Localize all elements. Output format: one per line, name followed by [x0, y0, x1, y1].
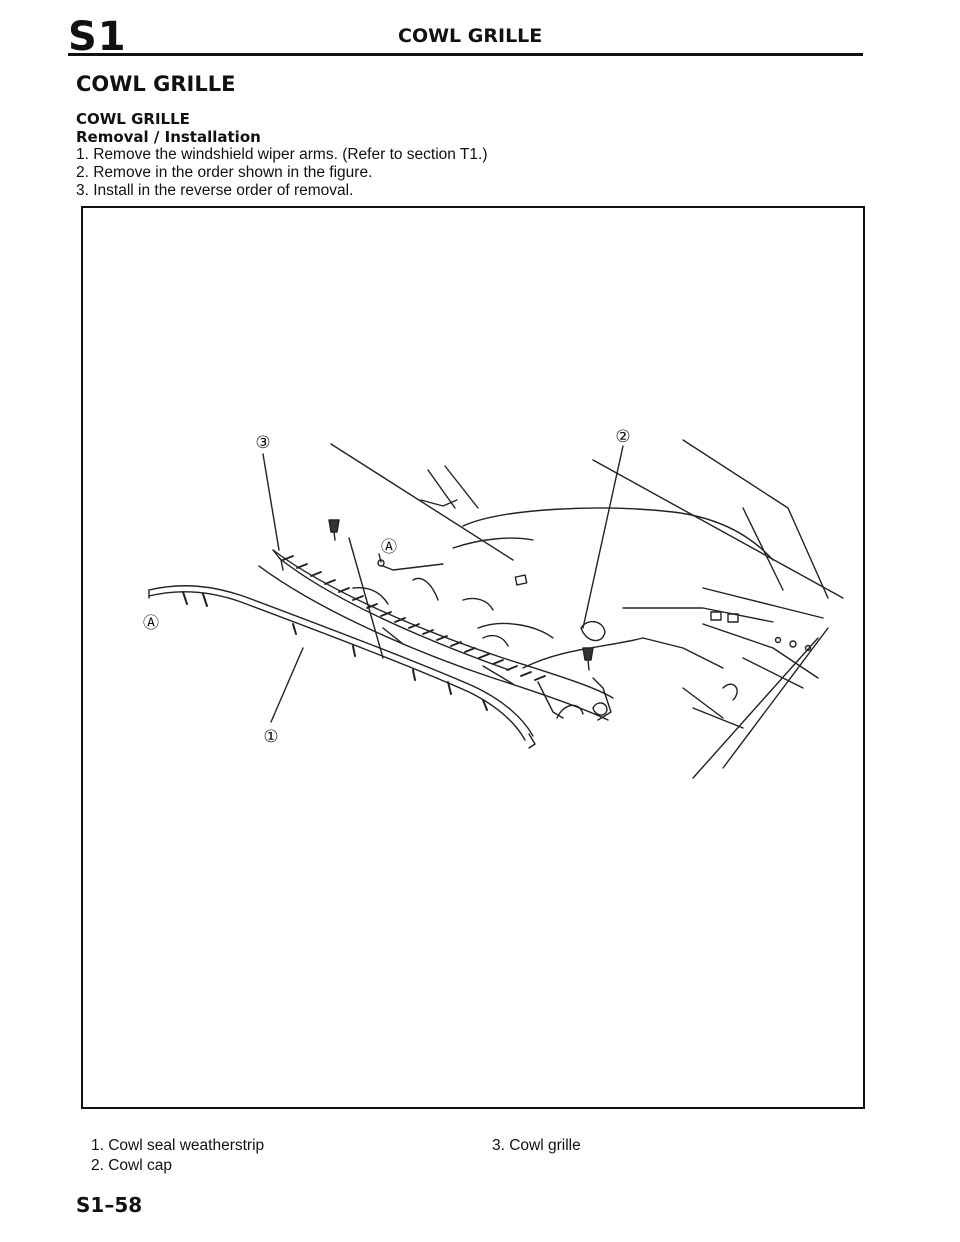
step-3: 3. Install in the reverse order of remov…: [76, 182, 354, 199]
running-title: COWL GRILLE: [398, 25, 543, 47]
legend-item-3: 3. Cowl grille: [492, 1137, 581, 1154]
legend-item-2: 2. Cowl cap: [91, 1157, 172, 1174]
figure-frame: ① ② ③ Ⓐ Ⓐ: [81, 206, 865, 1109]
step-1: 1. Remove the windshield wiper arms. (Re…: [76, 146, 488, 163]
sub-heading: COWL GRILLE: [76, 110, 190, 128]
callout-3: ③: [255, 433, 270, 453]
step-2: 2. Remove in the order shown in the figu…: [76, 164, 373, 181]
cowl-grille-diagram: ① ② ③ Ⓐ Ⓐ: [143, 427, 844, 779]
body-outline-lines: [330, 439, 844, 779]
callout-2: ②: [615, 427, 630, 447]
page-header: S1 COWL GRILLE: [0, 0, 960, 60]
callout-1: ①: [263, 727, 278, 747]
section-code: S1: [68, 14, 127, 60]
page-number: S1–58: [76, 1193, 143, 1217]
callout-a: Ⓐ: [381, 537, 397, 556]
cowl-grille-part: [258, 549, 614, 721]
procedure-steps: 1. Remove the windshield wiper arms. (Re…: [76, 146, 488, 200]
legend-column-2: 3. Cowl grille: [492, 1136, 581, 1156]
legend-column-1: 1. Cowl seal weatherstrip 2. Cowl cap: [91, 1136, 264, 1176]
leader-lines: [262, 445, 624, 723]
body-clips: [514, 574, 812, 652]
callout-a-left: Ⓐ: [143, 613, 159, 632]
fastener-clips: [328, 519, 608, 716]
header-rule: [68, 53, 863, 56]
legend-item-1: 1. Cowl seal weatherstrip: [91, 1137, 265, 1154]
weatherstrip-part: [148, 585, 536, 749]
main-heading: COWL GRILLE: [76, 72, 236, 96]
callouts: ① ② ③ Ⓐ Ⓐ: [143, 427, 631, 747]
procedure-title: Removal / Installation: [76, 128, 261, 146]
